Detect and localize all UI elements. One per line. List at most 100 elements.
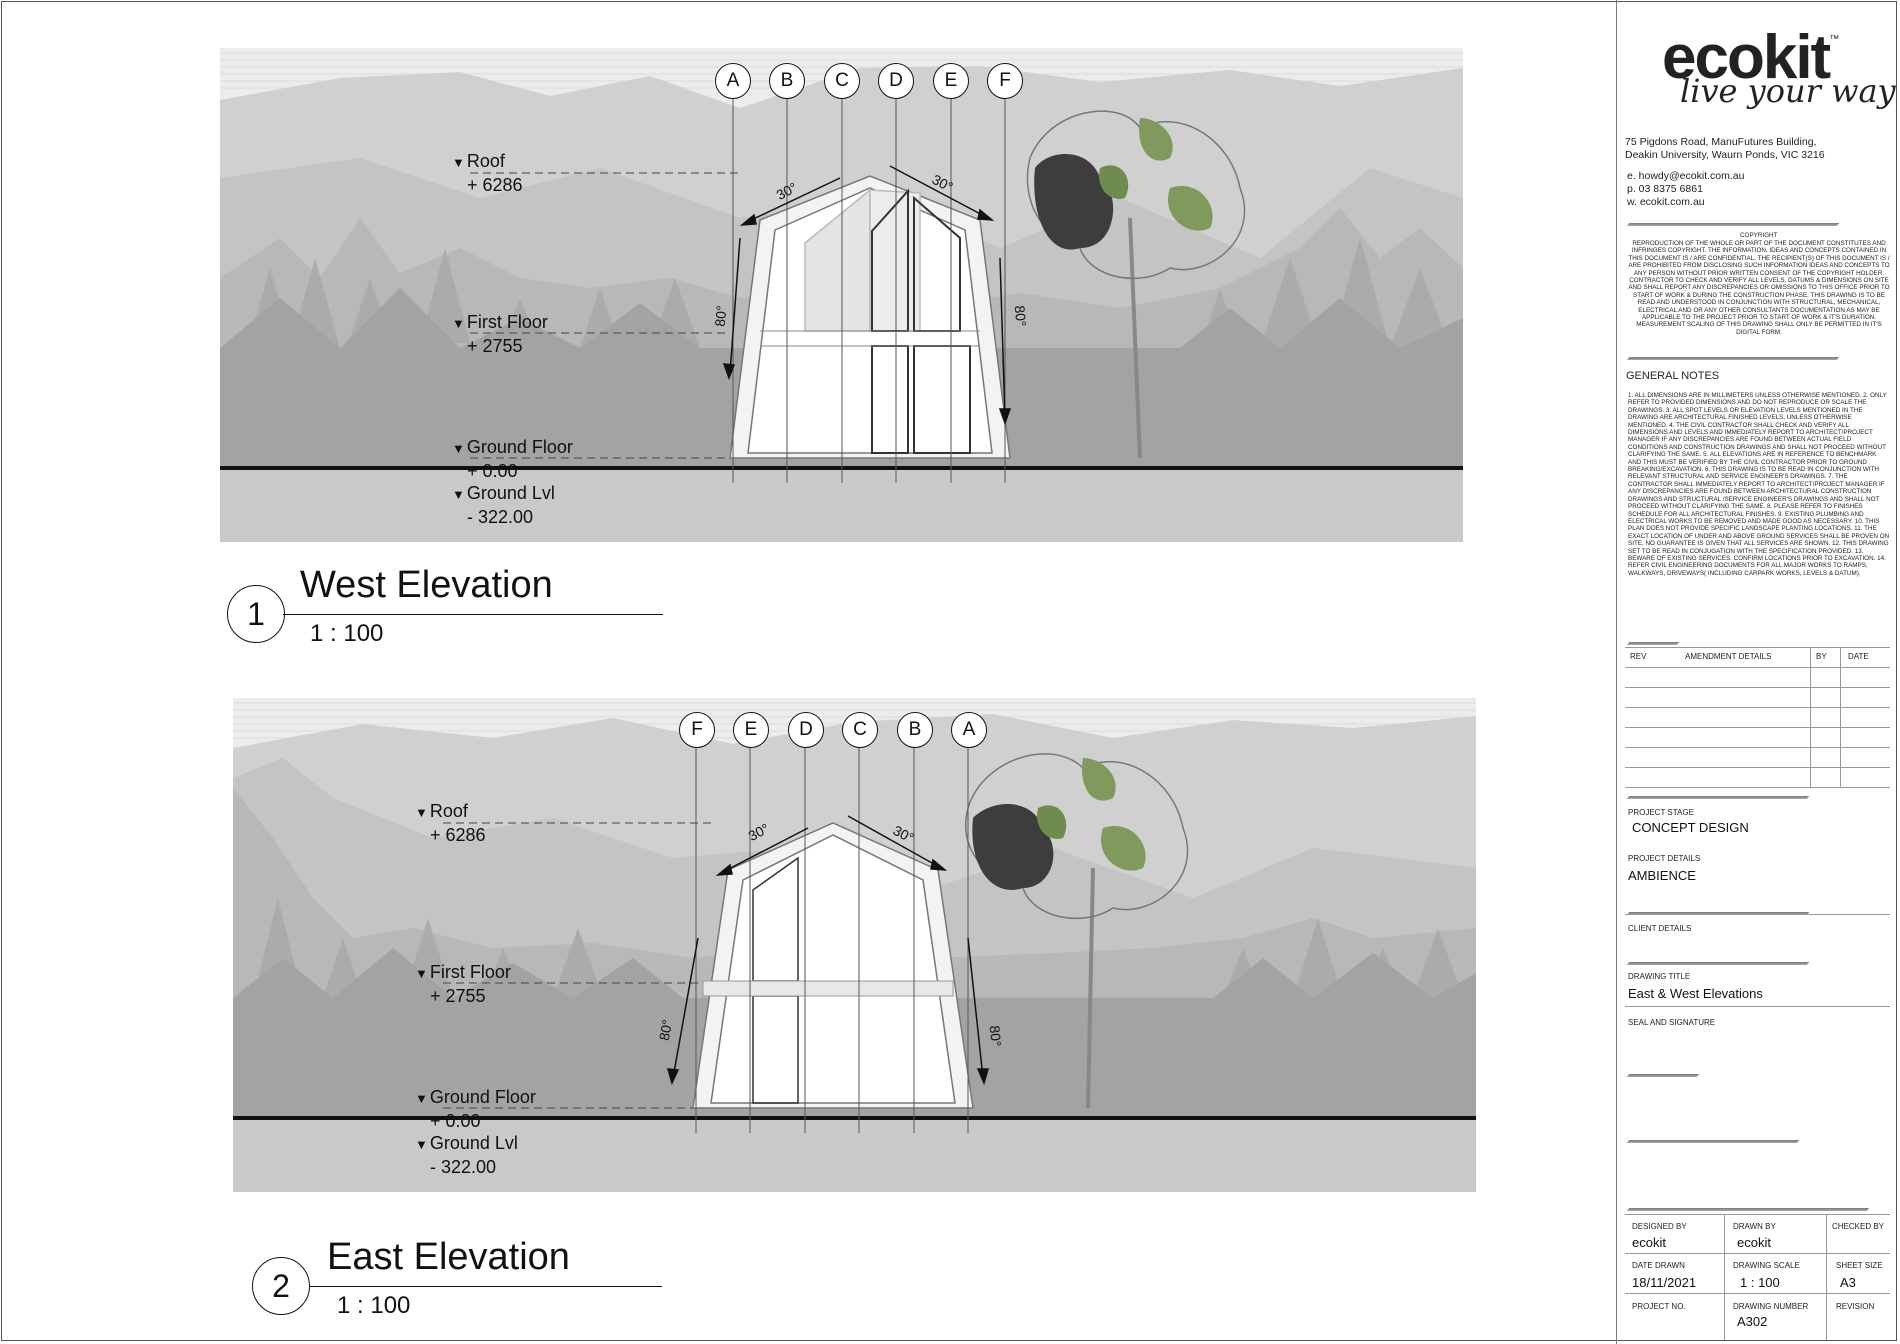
amend-header-date: DATE [1848,652,1869,661]
gridline-bubble: B [897,712,933,748]
general-notes-text: 1. ALL DIMENSIONS ARE IN MILLIMETERS UNL… [1628,392,1890,577]
copyright-title: COPYRIGHT [1740,232,1778,239]
seal-label: SEAL AND SIGNATURE [1628,1018,1716,1027]
amend-header-rev: REV [1630,652,1647,661]
gridline-bubble: A [951,712,987,748]
view-number: 2 [252,1257,310,1315]
level-first-floor: ▼First Floor + 2755 [415,962,511,1006]
level-first-floor: ▼First Floor + 2755 [452,312,548,356]
wall-angle-label: 80° [986,1024,1005,1048]
date-drawn-value: 18/11/2021 [1632,1275,1697,1290]
amend-table-line [1625,727,1890,728]
titleblock-col [1724,1214,1725,1340]
project-details-label: PROJECT DETAILS [1628,854,1701,863]
company-logo: ecokit™ [1662,23,1839,92]
company-address: 75 Pigdons Road, ManuFutures Building,De… [1625,136,1825,161]
amend-table-col [1810,647,1811,787]
titleblock-line [1625,1253,1890,1254]
level-ground-floor: ▼Ground Floor + 0.00 [415,1087,536,1131]
amend-header-details: AMENDMENT DETAILS [1685,652,1772,661]
section-separator [1626,962,1810,965]
date-drawn-label: DATE DRAWN [1632,1261,1685,1270]
general-notes-title: GENERAL NOTES [1626,370,1720,382]
level-marker-icon: ▼ [415,966,428,981]
amend-table-line [1625,687,1890,688]
level-ground-floor: ▼Ground Floor + 0.00 [452,437,573,481]
wall-angle-label: 80° [711,304,730,328]
amend-table-line [1625,707,1890,708]
amend-table-line [1625,647,1890,648]
section-separator [1626,1140,1800,1143]
level-marker-icon: ▼ [452,316,465,331]
gridline-bubble: C [824,63,860,99]
designed-by-value: ecokit [1632,1235,1666,1250]
drawing-number-value: A302 [1737,1314,1768,1329]
gridline-bubble: E [733,712,769,748]
section-separator [1626,1208,1870,1211]
view-title-underline [283,614,663,615]
titleblock-line [1625,1293,1890,1294]
titleblock-line [1625,1006,1890,1007]
level-marker-icon: ▼ [452,441,465,456]
west-elevation-scene [220,48,1463,542]
view-scale: 1 : 100 [310,620,384,647]
level-ground-lvl: ▼Ground Lvl - 322.00 [452,483,555,527]
revision-label: REVISION [1836,1302,1875,1311]
east-elevation-drawing [233,698,1476,1192]
client-details-label: CLIENT DETAILS [1628,924,1692,933]
drawn-by-label: DRAWN BY [1733,1222,1776,1231]
drawing-scale-value: 1 : 100 [1740,1275,1780,1290]
project-details-value: AMBIENCE [1628,868,1696,883]
wall-angle-label: 80° [1011,304,1030,328]
checked-by-label: CHECKED BY [1832,1222,1885,1231]
level-ground-lvl: ▼Ground Lvl - 322.00 [415,1133,518,1177]
gridline-bubble: F [987,63,1023,99]
project-stage-label: PROJECT STAGE [1628,808,1694,817]
copyright-text: REPRODUCTION OF THE WHOLE OR PART OF THE… [1628,240,1890,336]
drawn-by-value: ecokit [1737,1235,1771,1250]
titleblock-line [1625,914,1890,915]
level-marker-icon: ▼ [452,487,465,502]
gridline-bubble: D [878,63,914,99]
sheet-size-label: SHEET SIZE [1836,1261,1883,1270]
east-elevation-scene [233,698,1476,1192]
designed-by-label: DESIGNED BY [1632,1222,1687,1231]
gridline-bubble: E [933,63,969,99]
gridline-bubble: A [715,63,751,99]
level-marker-icon: ▼ [415,1137,428,1152]
gridline-bubble: B [769,63,805,99]
gridline-bubble: F [679,712,715,748]
gridline-bubble: D [788,712,824,748]
drawing-title-label: DRAWING TITLE [1628,972,1691,981]
titleblock-line [1625,1214,1890,1215]
section-separator [1626,357,1840,360]
gridline-bubble: C [842,712,878,748]
level-marker-icon: ▼ [415,805,428,820]
view-title: East Elevation [327,1236,570,1278]
section-separator [1626,1074,1700,1077]
amend-table-line [1625,767,1890,768]
company-tagline: live your way [1680,72,1896,110]
amend-table-line [1625,747,1890,748]
drawing-title-value: East & West Elevations [1628,986,1763,1001]
view-title-underline [310,1286,662,1287]
view-scale: 1 : 100 [337,1292,411,1319]
west-elevation-drawing [220,48,1463,542]
level-roof: ▼Roof + 6286 [415,801,486,845]
level-marker-icon: ▼ [452,155,465,170]
amend-table-line [1625,787,1890,788]
section-separator [1626,796,1810,799]
titleblock-divider [1616,0,1617,1344]
drawing-scale-label: DRAWING SCALE [1733,1261,1800,1270]
project-stage-value: CONCEPT DESIGN [1632,820,1749,835]
level-roof: ▼Roof + 6286 [452,151,523,195]
drawing-number-label: DRAWING NUMBER [1733,1302,1809,1311]
amend-header-by: BY [1816,652,1827,661]
amend-table-line [1625,667,1890,668]
section-separator [1626,223,1840,226]
sheet-size-value: A3 [1840,1275,1856,1290]
section-separator [1626,642,1680,645]
view-number: 1 [227,585,285,643]
